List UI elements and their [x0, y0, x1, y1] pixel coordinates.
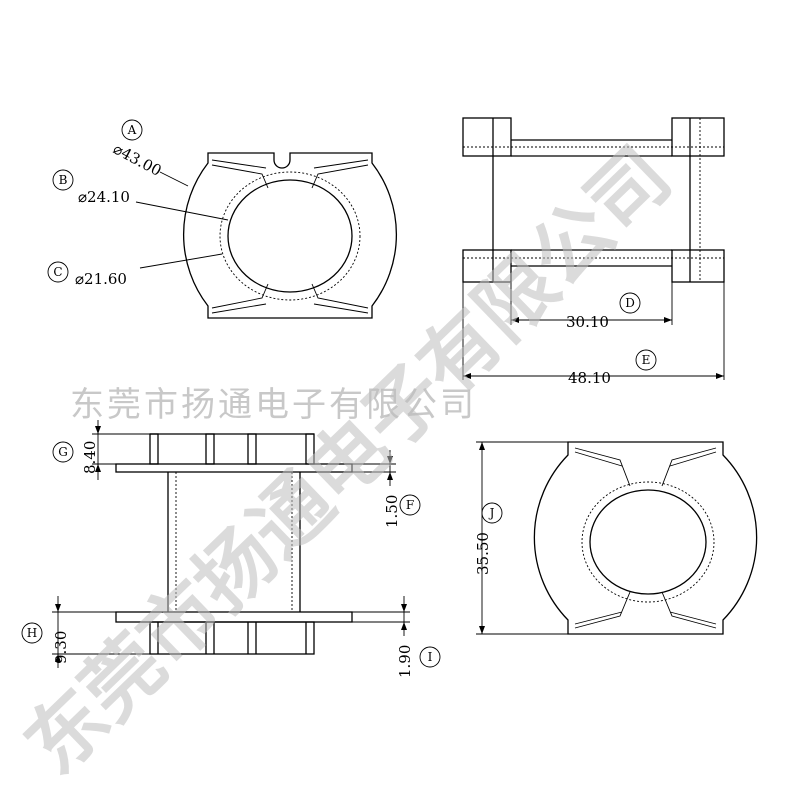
left-flange-top — [462, 117, 512, 157]
label-J-circle — [481, 502, 503, 524]
top-flange-pin-3 — [247, 433, 257, 465]
label-I-letter: I — [428, 650, 433, 664]
dim-E-lines — [462, 282, 725, 380]
bore-circle — [227, 179, 353, 293]
rear-bore-dashed — [581, 481, 715, 603]
label-J-letter: J — [488, 506, 495, 520]
label-G-circle — [52, 441, 74, 463]
dim-D-lines — [510, 282, 673, 325]
top-flange-pin-1 — [149, 433, 159, 465]
right-flange-bottom — [671, 249, 725, 283]
leader-lines — [135, 171, 229, 269]
top-left-view: A ⌀43.00 B ⌀24.10 C ⌀21.60 — [47, 119, 398, 319]
top-flange-plate — [115, 463, 353, 473]
dim-G-value: 8.40 — [81, 441, 99, 474]
label-D-circle — [619, 292, 641, 314]
right-flange-top — [671, 117, 725, 157]
label-F-letter: F — [406, 498, 414, 512]
label-C-circle — [47, 261, 69, 283]
dim-G-lines — [92, 420, 150, 480]
core-dashed — [175, 472, 293, 612]
top-flange-pin-2 — [205, 433, 215, 465]
label-G-letter: G — [58, 445, 68, 459]
center-dashed — [463, 118, 724, 282]
dim-F-value: 1.50 — [383, 495, 401, 528]
rear-flange-outline — [533, 441, 758, 635]
bore-dashed-circle — [219, 171, 361, 301]
label-E-letter: E — [642, 353, 651, 367]
label-H-letter: H — [27, 626, 37, 640]
label-H-circle — [21, 622, 43, 644]
label-E-circle — [635, 349, 657, 371]
label-B-value: ⌀24.10 — [78, 188, 130, 206]
outer-flange-outline — [182, 152, 398, 319]
label-B-letter: B — [59, 173, 68, 187]
label-C-value: ⌀21.60 — [75, 270, 127, 288]
bottom-arm-lines — [211, 283, 369, 314]
label-B-circle — [52, 169, 74, 191]
rear-arm-lines — [574, 447, 717, 629]
bottom-flange-block — [149, 621, 315, 655]
top-right-view: 30.10 D 48.10 E — [462, 117, 725, 387]
dim-I-value: 1.90 — [396, 645, 414, 678]
label-I-circle — [419, 646, 441, 668]
label-F-circle — [399, 494, 421, 516]
dim-E-value: 48.10 — [568, 369, 611, 387]
label-A-circle — [121, 119, 143, 141]
center-bars — [492, 118, 691, 282]
core-body — [167, 472, 301, 612]
dim-J-lines — [476, 441, 568, 635]
label-C-letter: C — [53, 265, 62, 279]
bottom-left-view: 8.40 G 1.50 F 9.30 H 1.90 I — [21, 420, 441, 678]
label-A-letter: A — [127, 123, 137, 137]
top-arm-lines — [211, 159, 369, 189]
rear-bore — [589, 489, 707, 595]
dim-J-value: 35.50 — [474, 532, 492, 575]
watermark-horizontal: 东莞市扬通电子有限公司 — [70, 385, 477, 425]
label-D-letter: D — [625, 296, 635, 310]
dim-H-value: 9.30 — [52, 631, 70, 664]
label-A-value: ⌀43.00 — [110, 140, 164, 180]
bottom-right-view: 35.50 J — [474, 441, 758, 635]
watermark-diagonal: 东莞市扬通电子有限公司 — [9, 131, 689, 792]
dim-D-value: 30.10 — [566, 313, 609, 331]
bottom-flange-dividers — [157, 622, 307, 654]
